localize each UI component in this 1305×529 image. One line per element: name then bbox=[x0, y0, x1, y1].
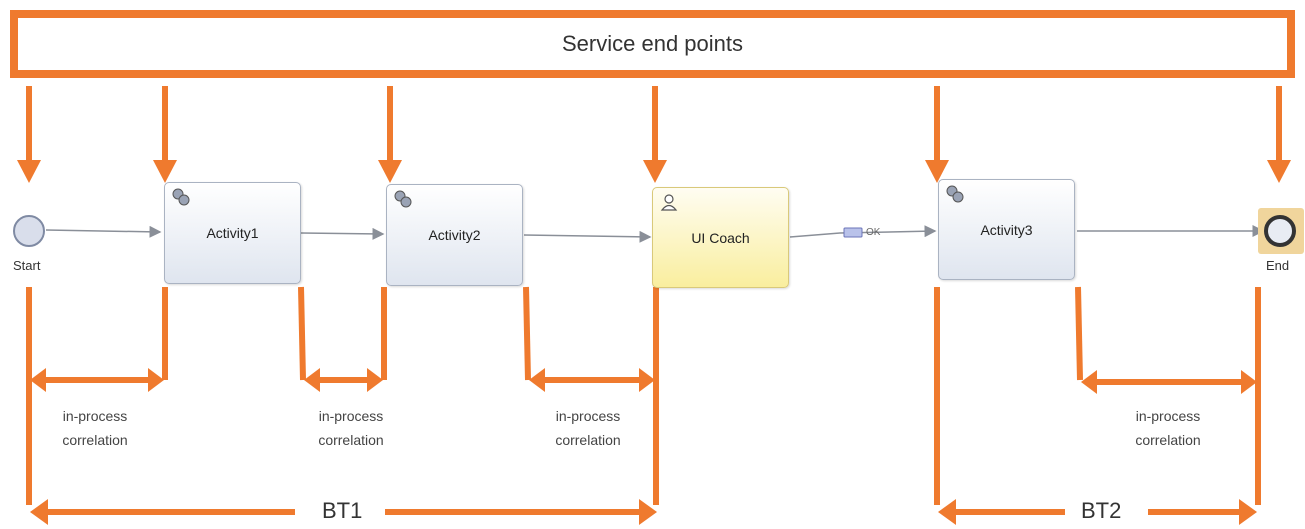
endpoint-arrowhead bbox=[378, 160, 402, 183]
span-legs bbox=[26, 286, 1261, 505]
task-label: Activity2 bbox=[428, 227, 481, 243]
service-endpoints-title: Service end points bbox=[562, 31, 743, 56]
end-event[interactable] bbox=[1264, 215, 1296, 247]
transaction-arrowhead bbox=[1239, 499, 1257, 525]
task-label: Activity1 bbox=[206, 225, 259, 241]
transaction-label-bt1: BT1 bbox=[322, 498, 363, 523]
service-endpoints-box: Service end points bbox=[10, 10, 1295, 78]
end-label: End bbox=[1266, 258, 1290, 273]
correlation-line1: in-process bbox=[318, 408, 384, 424]
flow-start-activity1 bbox=[45, 225, 162, 238]
correlation-line2: correlation bbox=[555, 432, 621, 448]
endpoint-arrowhead bbox=[643, 160, 667, 183]
user-task-icon bbox=[660, 194, 678, 211]
task-activity1[interactable]: Activity1 bbox=[164, 182, 301, 284]
ok-condition-label: OK bbox=[866, 227, 881, 238]
transaction-arrowhead bbox=[938, 499, 956, 525]
correlation-label: in-process correlation bbox=[296, 404, 406, 452]
task-label: Activity3 bbox=[980, 221, 1033, 238]
transaction-label-bt2: BT2 bbox=[1081, 498, 1122, 523]
correlation-line1: in-process bbox=[555, 408, 621, 424]
correlation-line1: in-process bbox=[1135, 408, 1201, 424]
correlation-arrowhead bbox=[30, 368, 46, 392]
endpoint-arrowhead bbox=[1267, 160, 1291, 183]
correlation-arrowhead bbox=[148, 368, 164, 392]
correlation-line2: correlation bbox=[62, 432, 128, 448]
correlation-label: in-process correlation bbox=[533, 404, 643, 452]
correlation-arrowhead bbox=[1081, 370, 1097, 394]
correlation-arrowhead bbox=[639, 368, 655, 392]
task-activity2[interactable]: Activity2 bbox=[386, 184, 523, 286]
correlation-label: in-process correlation bbox=[40, 404, 150, 452]
transaction-arrowhead bbox=[639, 499, 657, 525]
correlation-line2: correlation bbox=[1135, 432, 1201, 448]
flow-activity2-coach bbox=[523, 230, 652, 243]
flow-activity1-activity2 bbox=[300, 227, 385, 240]
service-task-icon bbox=[946, 185, 964, 203]
service-task-icon bbox=[172, 188, 190, 206]
task-label: UI Coach bbox=[691, 229, 750, 246]
transaction-arrowhead bbox=[30, 499, 48, 525]
orange-arrowheads bbox=[17, 160, 1291, 525]
endpoint-arrowhead bbox=[153, 160, 177, 183]
correlation-label: in-process correlation bbox=[1113, 404, 1223, 452]
service-task-icon bbox=[394, 190, 412, 208]
correlation-line2: correlation bbox=[318, 432, 384, 448]
endpoint-arrows bbox=[26, 86, 1282, 170]
orange-annotations bbox=[26, 86, 1282, 515]
endpoint-arrowhead bbox=[17, 160, 41, 183]
start-label: Start bbox=[13, 258, 41, 273]
correlation-arrowhead bbox=[367, 368, 383, 392]
correlation-arrowhead bbox=[529, 368, 545, 392]
task-activity3[interactable]: Activity3 bbox=[938, 179, 1075, 280]
start-event[interactable] bbox=[13, 215, 45, 247]
correlation-arrowhead bbox=[1241, 370, 1257, 394]
task-ui-coach[interactable]: UI Coach bbox=[652, 187, 789, 288]
endpoint-arrowhead bbox=[925, 160, 949, 183]
sequence-flows bbox=[45, 225, 1265, 243]
correlation-arrowhead bbox=[304, 368, 320, 392]
ok-condition-icon bbox=[843, 227, 863, 238]
flow-coach-activity3 bbox=[789, 225, 937, 238]
correlation-line1: in-process bbox=[62, 408, 128, 424]
correlation-spans bbox=[40, 377, 1246, 385]
